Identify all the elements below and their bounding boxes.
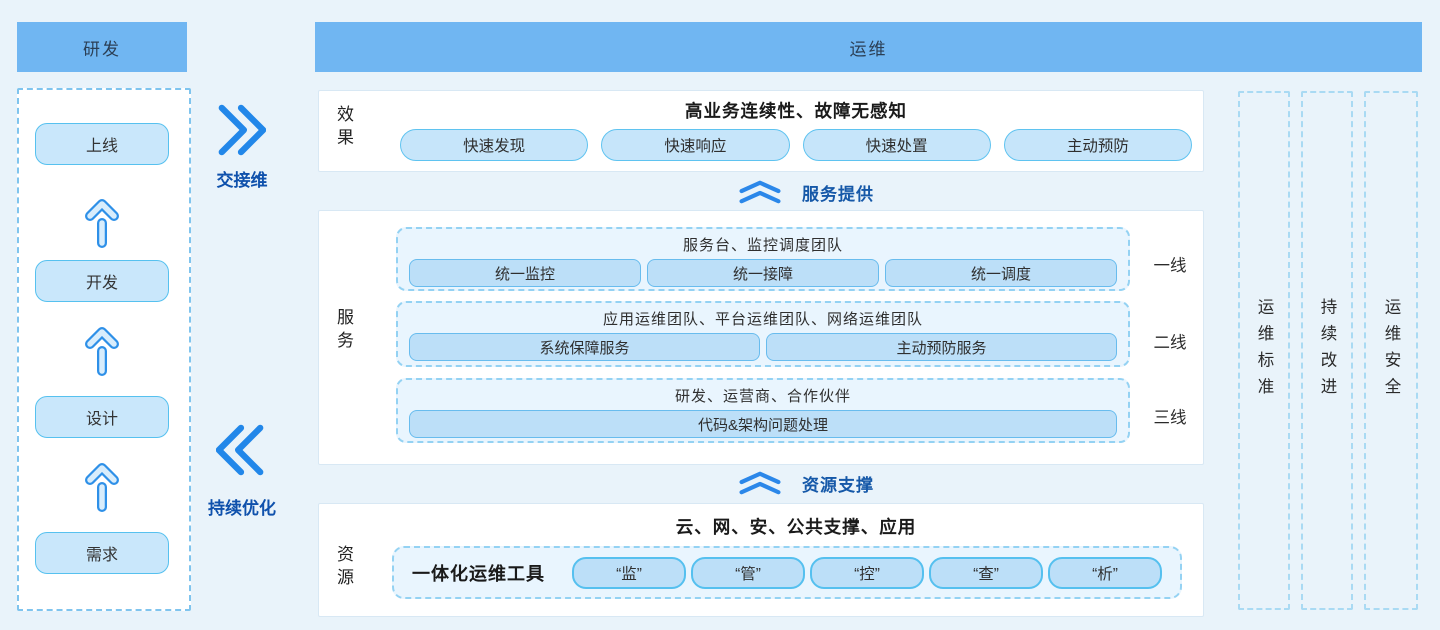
tier-item: 统一接障 (647, 259, 879, 287)
pillar-ops-security: 运维安全 (1364, 91, 1418, 610)
tier-item: 统一监控 (409, 259, 641, 287)
pillar-label: 运维标准 (1255, 297, 1273, 404)
tier-item: 主动预防服务 (766, 333, 1117, 361)
service-tier-3: 研发、运营商、合作伙伴 代码&架构问题处理 (396, 378, 1130, 443)
tier-1-team: 服务台、监控调度团队 (682, 237, 843, 254)
pillar-label: 持续改进 (1318, 297, 1336, 404)
pillar-continuous-improvement: 持续改进 (1301, 91, 1353, 610)
effect-item-label: 快速响应 (664, 138, 727, 155)
stage-develop-label: 开发 (85, 275, 118, 292)
service-tier-2: 应用运维团队、平台运维团队、网络运维团队 系统保障服务 主动预防服务 (396, 301, 1130, 367)
effect-title: 高业务连续性、故障无感知 (685, 101, 907, 121)
stage-design-label: 设计 (85, 411, 118, 428)
tool-item: “控” (810, 556, 924, 589)
stage-develop: 开发 (35, 260, 169, 302)
tool-item-label: “管” (735, 565, 761, 583)
tool-item: “监” (572, 556, 686, 589)
tier-3-items: 代码&架构问题处理 (409, 410, 1117, 438)
tool-platform-label: 一体化运维工具 (412, 563, 545, 584)
tier-2-team: 应用运维团队、平台运维团队、网络运维团队 (602, 311, 923, 328)
tool-item-label: “监” (616, 565, 642, 583)
optimize-label: 持续优化 (208, 499, 276, 518)
tool-item: “析” (1048, 556, 1162, 589)
resource-support-row: 资源支撑 (318, 469, 1202, 497)
resource-support-label: 资源支撑 (802, 475, 874, 495)
line-2-label: 二线 (1153, 334, 1187, 352)
effect-item: 快速处置 (802, 129, 991, 161)
tier-item-label: 统一接障 (732, 265, 793, 283)
tier-item-label: 统一调度 (970, 265, 1031, 283)
resource-label: 资源 (334, 545, 353, 591)
tier-item-label: 统一监控 (494, 265, 555, 283)
effect-item-label: 主动预防 (1066, 138, 1129, 155)
stage-online-label: 上线 (85, 138, 118, 155)
double-chevron-left-icon (216, 424, 264, 476)
tool-item-label: “析” (1092, 565, 1118, 583)
service-provide-row: 服务提供 (318, 178, 1202, 206)
pillar-ops-standard: 运维标准 (1238, 91, 1290, 610)
effect-item-label: 快速处置 (865, 138, 928, 155)
effect-item: 快速响应 (601, 129, 790, 161)
line-1-label: 一线 (1153, 257, 1187, 275)
effect-item: 快速发现 (400, 129, 589, 161)
dev-header-label: 研发 (83, 39, 121, 59)
tier-2-items: 系统保障服务 主动预防服务 (409, 333, 1117, 361)
up-arrow-icon (85, 199, 119, 248)
double-chevron-up-icon (739, 471, 781, 495)
stage-requirement: 需求 (35, 532, 169, 574)
pillar-label: 运维安全 (1382, 297, 1400, 404)
tier-item: 统一调度 (885, 259, 1117, 287)
tool-item-label: “查” (973, 565, 999, 583)
tool-buttons: “监” “管” “控” “查” “析” (572, 556, 1162, 589)
ops-header-label: 运维 (849, 39, 888, 59)
service-provide-label: 服务提供 (802, 184, 874, 204)
tool-item-label: “控” (854, 565, 880, 583)
double-chevron-up-icon (739, 180, 781, 204)
tools-box: 一体化运维工具 “监” “管” “控” “查” “析” (392, 546, 1182, 599)
tier-item-label: 主动预防服务 (896, 339, 987, 357)
tool-item: “管” (691, 556, 805, 589)
tier-item: 系统保障服务 (409, 333, 760, 361)
tool-item: “查” (929, 556, 1043, 589)
resource-title: 云、网、安、公共支撑、应用 (675, 517, 917, 537)
stage-online: 上线 (35, 123, 169, 165)
effect-item-label: 快速发现 (463, 138, 526, 155)
line-3-label: 三线 (1153, 409, 1187, 427)
double-chevron-right-icon (218, 104, 266, 156)
service-label: 服务 (334, 308, 353, 354)
tier-3-team: 研发、运营商、合作伙伴 (674, 388, 851, 405)
effect-label: 效果 (334, 105, 353, 151)
up-arrow-icon (85, 463, 119, 512)
stage-requirement-label: 需求 (85, 547, 118, 564)
tier-1-items: 统一监控 统一接障 统一调度 (409, 259, 1117, 287)
tier-item-label: 代码&架构问题处理 (697, 416, 828, 434)
service-tier-1: 服务台、监控调度团队 统一监控 统一接障 统一调度 (396, 227, 1130, 291)
ops-header: 运维 (315, 22, 1422, 72)
effect-item: 主动预防 (1003, 129, 1192, 161)
tier-item-label: 系统保障服务 (539, 339, 630, 357)
up-arrow-icon (85, 327, 119, 376)
tier-item: 代码&架构问题处理 (409, 410, 1117, 438)
dev-header: 研发 (17, 22, 187, 72)
effect-pill-row: 快速发现 快速响应 快速处置 主动预防 (400, 129, 1192, 161)
handover-label: 交接维 (216, 171, 268, 190)
stage-design: 设计 (35, 396, 169, 438)
